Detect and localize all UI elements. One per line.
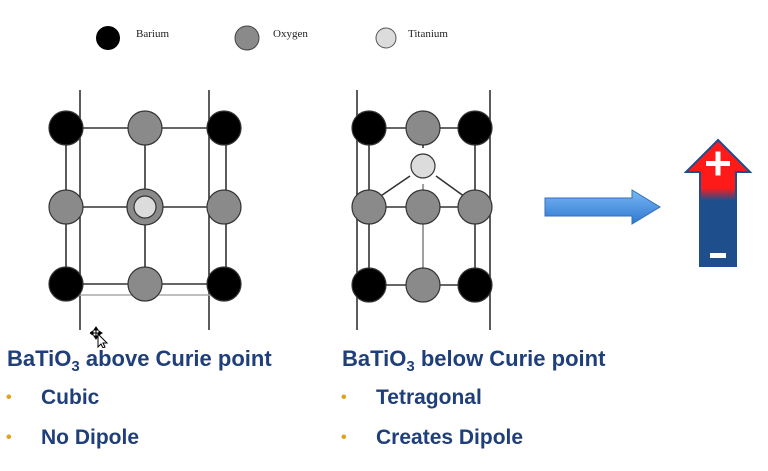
- oxygen-atom-icon: [234, 25, 260, 51]
- barium-atom: [457, 267, 493, 303]
- barium-atom: [351, 110, 387, 146]
- oxygen-atom: [405, 189, 441, 225]
- bullet-text: Tetragonal: [376, 386, 482, 409]
- bullet-text: Cubic: [41, 386, 100, 409]
- right-arrow-icon: [544, 189, 661, 225]
- legend-item-oxygen: Oxygen: [234, 25, 308, 51]
- right-title-subscript: 3: [406, 358, 415, 375]
- bullet-icon: •: [341, 429, 347, 446]
- bullet-icon: •: [6, 429, 12, 446]
- dipole-arrow-icon: [683, 138, 753, 267]
- tetragonal-lattice: [351, 90, 493, 330]
- right-title-suffix: below Curie point: [414, 346, 606, 371]
- cubic-atoms: [48, 110, 242, 302]
- oxygen-atom: [206, 189, 242, 225]
- barium-atom-icon: [96, 26, 120, 50]
- oxygen-atom: [127, 266, 163, 302]
- oxygen-atom: [127, 110, 163, 146]
- right-panel-title: BaTiO3 below Curie point: [342, 346, 606, 375]
- barium-atom: [351, 267, 387, 303]
- move-cursor-icon: [90, 326, 109, 348]
- bullet-text: No Dipole: [41, 426, 139, 449]
- tetragonal-atoms: [351, 110, 493, 303]
- oxygen-atom: [405, 267, 441, 303]
- left-panel-title: BaTiO3 above Curie point: [7, 346, 272, 375]
- cubic-lattice: [48, 90, 242, 330]
- legend-item-titanium: Titanium: [375, 27, 448, 49]
- legend-label-barium: Barium: [136, 28, 169, 40]
- minus-icon: [710, 253, 726, 258]
- barium-atom: [457, 110, 493, 146]
- oxygen-atom: [405, 110, 441, 146]
- titanium-atom-icon: [375, 27, 397, 49]
- left-title-suffix: above Curie point: [79, 346, 272, 371]
- left-title-prefix: BaTiO: [7, 346, 72, 371]
- right-title-prefix: BaTiO: [342, 346, 407, 371]
- bullet-text: Creates Dipole: [376, 426, 524, 449]
- legend-label-oxygen: Oxygen: [273, 28, 308, 40]
- left-title-subscript: 3: [71, 358, 80, 375]
- barium-atom: [206, 110, 242, 146]
- legend-item-barium: Barium: [96, 26, 169, 50]
- barium-atom: [48, 266, 84, 302]
- titanium-atom: [410, 153, 436, 179]
- plus-icon: [706, 151, 730, 176]
- bullet-icon: •: [341, 389, 347, 406]
- barium-atom: [48, 110, 84, 146]
- barium-atom: [206, 266, 242, 302]
- legend: Barium Oxygen Titanium: [96, 25, 448, 51]
- oxygen-atom: [351, 189, 387, 225]
- bullet-icon: •: [6, 389, 12, 406]
- titanium-atom: [133, 195, 157, 219]
- oxygen-atom: [48, 189, 84, 225]
- oxygen-atom: [457, 189, 493, 225]
- legend-label-titanium: Titanium: [408, 28, 448, 40]
